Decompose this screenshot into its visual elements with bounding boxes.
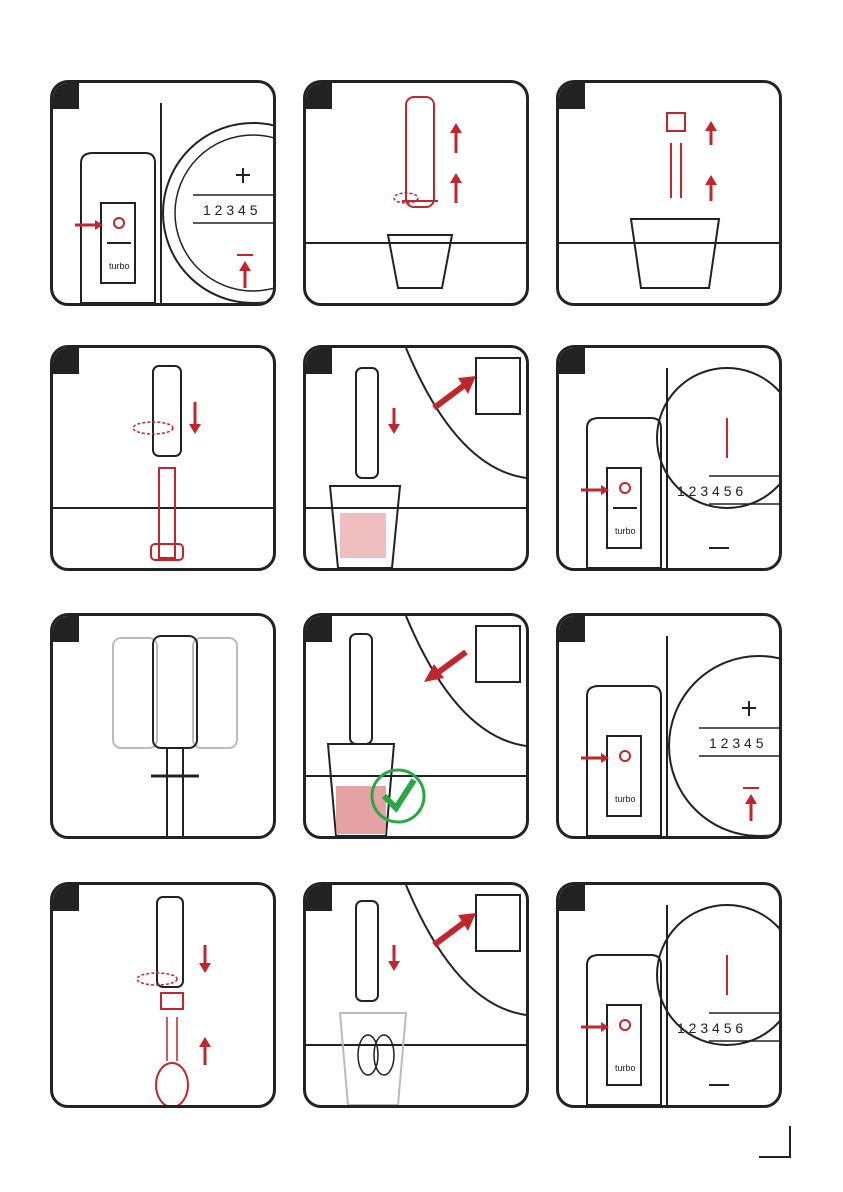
plug-in-whisk-illustration bbox=[306, 885, 526, 1105]
svg-text:turbo: turbo bbox=[109, 261, 130, 271]
step-panel-move-blender bbox=[50, 613, 276, 839]
move-blender-illustration bbox=[53, 616, 273, 836]
step-panel-power-on-speed-1: turbo 1 2 3 4 5 bbox=[50, 80, 276, 306]
attach-whisk-illustration bbox=[53, 885, 273, 1105]
power-speed-5-illustration-b: turbo 1 2 3 4 5 6 bbox=[559, 885, 779, 1105]
svg-text:1 2 3 4 5 6: 1 2 3 4 5 6 bbox=[677, 1020, 743, 1036]
step-panel-power-on-speed-1-b: turbo 1 2 3 4 5 bbox=[556, 613, 782, 839]
blade-removal-illustration bbox=[559, 83, 779, 303]
power-speed-illustration-b: turbo 1 2 3 4 5 bbox=[559, 616, 779, 836]
step-panel-power-on-speed-5-b: turbo 1 2 3 4 5 6 bbox=[556, 882, 782, 1108]
svg-text:1 2 3 4 5 6: 1 2 3 4 5 6 bbox=[677, 483, 743, 499]
step-panel-attach-shaft bbox=[50, 345, 276, 571]
svg-text:1 2 3 4 5: 1 2 3 4 5 bbox=[709, 735, 764, 751]
svg-text:turbo: turbo bbox=[615, 794, 636, 804]
power-speed-5-illustration: turbo 1 2 3 4 5 6 bbox=[559, 348, 779, 568]
svg-text:turbo: turbo bbox=[615, 526, 636, 536]
chopper-illustration bbox=[306, 83, 526, 303]
step-panel-plug-in-blend bbox=[303, 345, 529, 571]
step-panel-remove-blade bbox=[556, 80, 782, 306]
step-panel-detach-chopper bbox=[303, 80, 529, 306]
step-panel-unplug-clean bbox=[303, 613, 529, 839]
svg-text:1 2 3 4 5: 1 2 3 4 5 bbox=[203, 202, 258, 218]
step-panel-power-on-speed-5: turbo 1 2 3 4 5 6 bbox=[556, 345, 782, 571]
svg-text:turbo: turbo bbox=[615, 1063, 636, 1073]
attach-shaft-illustration bbox=[53, 348, 273, 568]
step-panel-plug-in-whisk bbox=[303, 882, 529, 1108]
plug-in-blend-illustration bbox=[306, 348, 526, 568]
page-corner-mark bbox=[759, 1126, 791, 1158]
power-speed-illustration: turbo 1 2 3 4 5 bbox=[53, 83, 273, 303]
unplug-illustration bbox=[306, 616, 526, 836]
step-panel-attach-whisk bbox=[50, 882, 276, 1108]
